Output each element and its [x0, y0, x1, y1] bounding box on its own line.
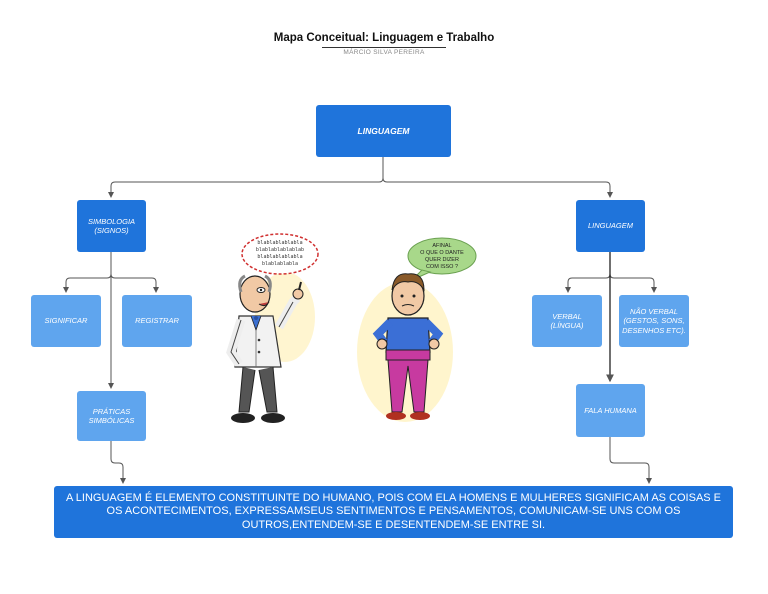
node-simbologia: SIMBOLOGIA (SIGNOS) — [77, 200, 146, 252]
connector-simb-significar — [63, 252, 112, 293]
node-significar: SIGNIFICAR — [31, 295, 101, 347]
node-nao-verbal: NÃO VERBAL (GESTOS, SONS, DESENHOS ETC). — [619, 295, 689, 347]
connector-root-right — [382, 177, 613, 198]
student-bubble-line: COM ISSO ? — [426, 264, 458, 270]
page-title: Mapa Conceitual: Linguagem e Trabalho — [273, 32, 495, 44]
connector-root-left — [108, 157, 384, 198]
node-linguagem-root: LINGUAGEM — [316, 105, 451, 157]
student-illustration: AFINAL O QUE O DANTE QUER DIZER COM ISSO… — [357, 237, 477, 422]
professor-bubble-line: blablablablablab — [256, 247, 304, 253]
professor-bubble-line: blablablablabla — [257, 254, 302, 260]
connector-fala-banner — [609, 437, 652, 484]
connector-simb-registrar — [110, 273, 159, 293]
node-praticas-simbolicas: PRÁTICAS SIMBÓLICAS — [77, 391, 146, 441]
student-bubble-line: AFINAL — [432, 243, 451, 249]
connector-lr-verbal — [565, 252, 611, 293]
professor-bubble-line: blablablablabla — [257, 240, 302, 246]
professor-bubble-line: blablablabla — [262, 261, 298, 267]
title-underline — [322, 47, 446, 48]
page-author: MÁRCIO SILVA PEREIRA — [343, 49, 425, 56]
student-speech-bubble — [407, 237, 477, 275]
conclusion-banner: A LINGUAGEM É ELEMENTO CONSTITUINTE DO H… — [54, 486, 733, 538]
node-linguagem-right: LINGUAGEM — [576, 200, 645, 252]
connector-praticas-banner — [110, 441, 126, 484]
node-fala-humana: FALA HUMANA — [576, 384, 645, 437]
professor-illustration: blablablablabla blablablablablab blablab… — [226, 233, 319, 423]
node-registrar: REGISTRAR — [122, 295, 192, 347]
node-verbal: VERBAL (LÍNGUA) — [532, 295, 602, 347]
professor-speech-bubble — [241, 233, 319, 275]
connector-lr-naoverbal — [609, 273, 657, 293]
student-bubble-line: O QUE O DANTE — [420, 250, 464, 256]
student-bubble-line: QUER DIZER — [425, 257, 459, 263]
